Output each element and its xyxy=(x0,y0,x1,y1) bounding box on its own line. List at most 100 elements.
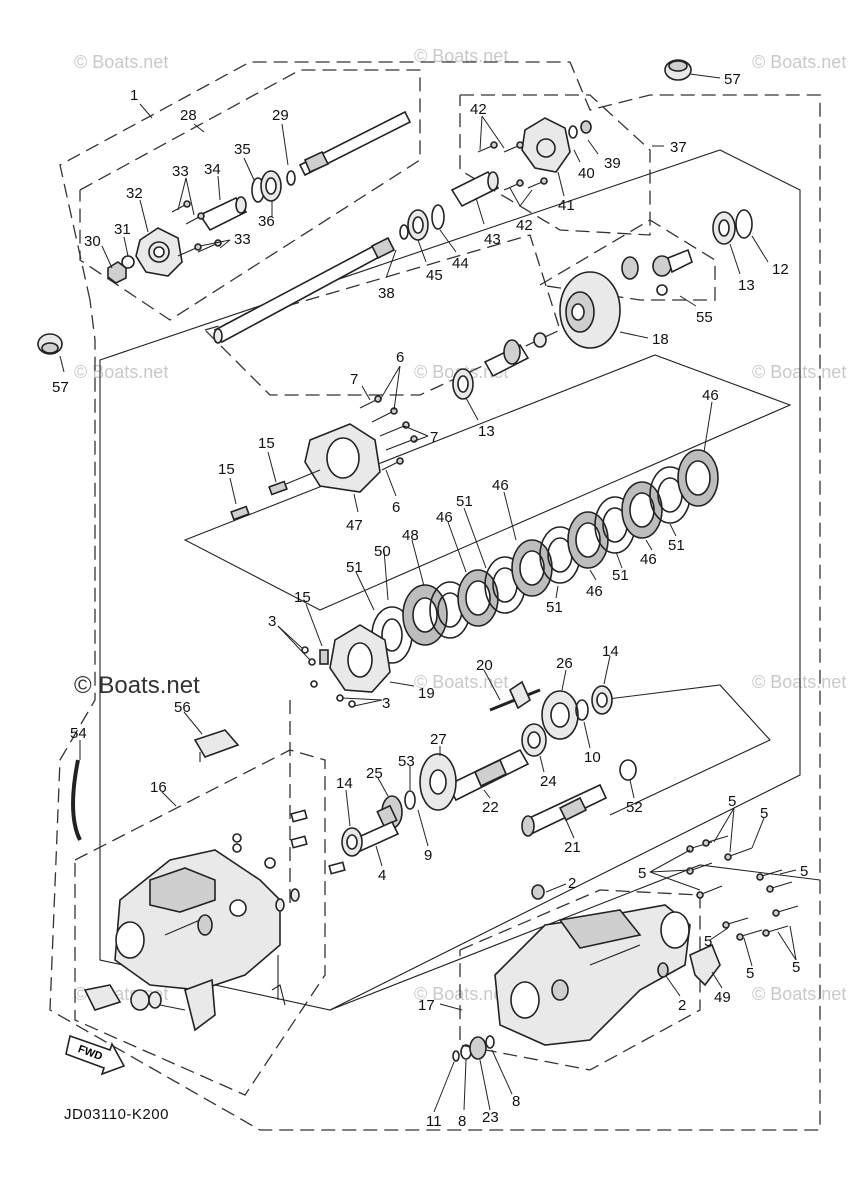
bearing-45 xyxy=(407,209,429,241)
disc-46c xyxy=(567,511,609,569)
bracket-49 xyxy=(689,943,721,987)
disc-46b xyxy=(511,539,553,597)
callout: 5 xyxy=(746,965,754,982)
sleeve-34 xyxy=(198,196,248,232)
callout: 46 xyxy=(702,387,719,404)
leader-lines xyxy=(59,73,797,1113)
shaft-28 xyxy=(298,110,412,177)
callout: 42 xyxy=(516,217,533,234)
callout: 5 xyxy=(800,863,808,880)
bearing-24 xyxy=(521,723,547,757)
outline-group-55 xyxy=(539,219,716,301)
callout: 39 xyxy=(604,155,621,172)
callout: 31 xyxy=(114,221,131,238)
disc-46e xyxy=(677,449,719,507)
box-lower-line xyxy=(329,864,821,1011)
callout: 8 xyxy=(458,1113,466,1130)
callout: 57 xyxy=(724,71,741,88)
callout: 29 xyxy=(272,107,289,124)
gear-27 xyxy=(419,753,457,811)
callout: 38 xyxy=(378,285,395,302)
nut-39 xyxy=(580,120,592,134)
callout: 51 xyxy=(612,567,629,584)
callout: 55 xyxy=(696,309,713,326)
watermark: © Boats.net xyxy=(74,52,169,72)
callout: 42 xyxy=(470,101,487,118)
callout: 32 xyxy=(126,185,143,202)
callout: 18 xyxy=(652,331,669,348)
callout: 14 xyxy=(336,775,353,792)
callout: 5 xyxy=(704,933,712,950)
circlip-44 xyxy=(431,204,445,230)
hose-54 xyxy=(71,759,82,841)
callout: 22 xyxy=(482,799,499,816)
callout: 11 xyxy=(426,1113,442,1130)
watermark: © Boats.net xyxy=(414,984,509,1004)
outline-group-37 xyxy=(459,94,651,236)
watermark: © Boats.net xyxy=(752,52,847,72)
callout: 51 xyxy=(456,493,473,510)
cap-57-left xyxy=(37,333,63,355)
nut-2-right xyxy=(657,962,669,978)
disc-50 xyxy=(402,584,448,646)
callout: 46 xyxy=(492,477,509,494)
ring-52 xyxy=(619,759,637,781)
callout: 30 xyxy=(84,233,101,250)
callout: 5 xyxy=(638,865,646,882)
callout: 13 xyxy=(478,423,495,440)
pinion-shaft xyxy=(483,332,547,378)
callout: 28 xyxy=(180,107,197,124)
shaft-38 xyxy=(213,236,396,344)
outline-housing-right xyxy=(459,889,701,1071)
outline-group-28 xyxy=(79,69,421,321)
callout: 1 xyxy=(130,87,138,104)
callout: 37 xyxy=(670,139,687,156)
shift-fork-20 xyxy=(489,680,541,712)
callout: 9 xyxy=(424,847,432,864)
box-clutch-group xyxy=(183,354,792,611)
callout: 15 xyxy=(258,435,275,452)
callout: 12 xyxy=(772,261,789,278)
callout: 15 xyxy=(218,461,235,478)
callout: 47 xyxy=(346,517,363,534)
callout: 49 xyxy=(714,989,731,1006)
nut-30 xyxy=(107,261,127,284)
bolts-33 xyxy=(171,200,222,257)
callout: 45 xyxy=(426,267,443,284)
callout: 2 xyxy=(568,875,576,892)
callout: 15 xyxy=(294,589,311,606)
callout: 4 xyxy=(378,867,386,884)
callout: 44 xyxy=(452,255,469,272)
watermark: © Boats.net xyxy=(752,362,847,382)
callout: 5 xyxy=(760,805,768,822)
pins-3 xyxy=(301,646,356,708)
callout: 3 xyxy=(382,695,390,712)
gear-26 xyxy=(541,690,579,740)
outline-main xyxy=(49,61,821,1131)
callout: 5 xyxy=(728,793,736,810)
callout: 56 xyxy=(174,699,191,716)
plate-47 xyxy=(304,423,381,493)
nut-2-top xyxy=(531,884,545,900)
watermark: © Boats.net xyxy=(74,362,169,382)
callout: 41 xyxy=(558,197,575,214)
diagram-code: JD03110-K200 xyxy=(64,1106,169,1123)
callout: 48 xyxy=(402,527,419,544)
callout: 6 xyxy=(392,499,400,516)
callout: 5 xyxy=(792,959,800,976)
housing-17 xyxy=(494,904,691,1046)
callout: 17 xyxy=(418,997,435,1014)
spring-15-mid xyxy=(319,649,329,665)
callout: 26 xyxy=(556,655,573,672)
callout: 2 xyxy=(678,997,686,1014)
shaft-21 xyxy=(521,783,608,837)
callout: 25 xyxy=(366,765,383,782)
plate-19 xyxy=(329,624,391,693)
bolts-5 xyxy=(686,835,799,941)
disc-46a xyxy=(457,569,499,627)
bearing-13-top xyxy=(712,211,736,245)
bracket-56 xyxy=(193,729,240,762)
callout: 24 xyxy=(540,773,557,790)
callout: 6 xyxy=(396,349,404,366)
